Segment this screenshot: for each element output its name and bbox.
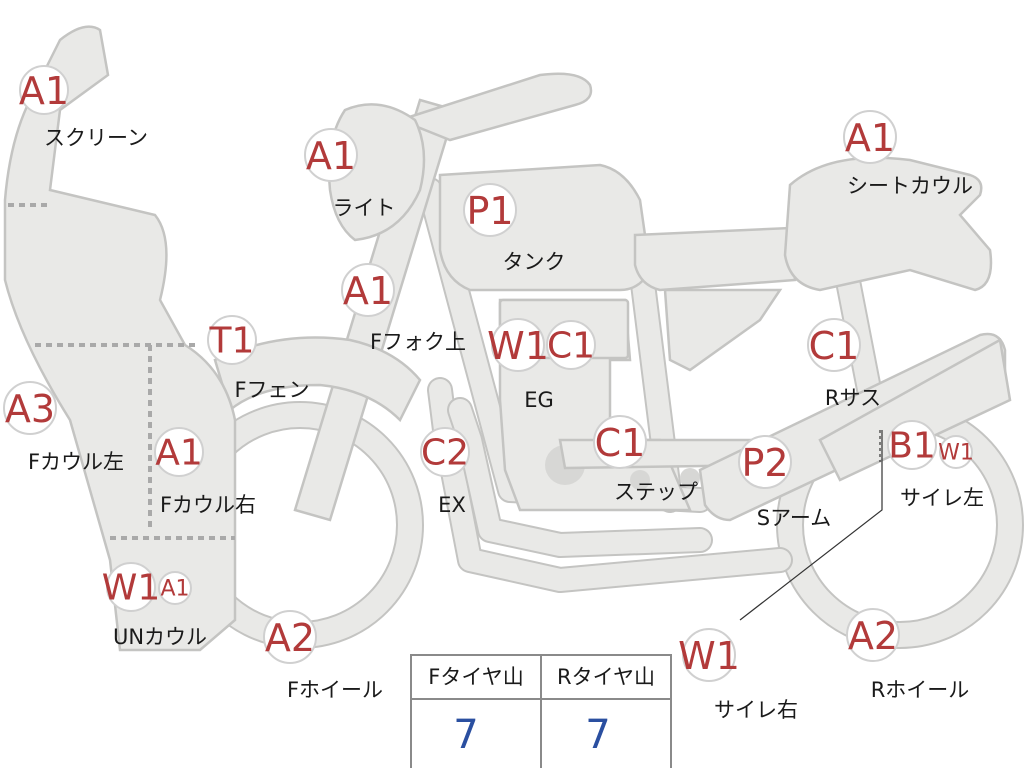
grade-badge-circle (843, 110, 897, 164)
rear-tire-tread-value: 7 (585, 712, 610, 758)
part-muffler-left: B1 サイレ左 (887, 420, 984, 510)
grade-code: P2 (741, 441, 788, 485)
part-muffler-left-w: W1 (938, 435, 974, 469)
part-label: Rサス (825, 386, 881, 410)
grade-code: P1 (466, 189, 513, 233)
grade-code: A1 (155, 433, 203, 474)
grade-code: A1 (306, 134, 356, 178)
grade-badge-circle (463, 183, 517, 237)
tire-tread-table: Fタイヤ山 Rタイヤ山 7 7 (410, 654, 672, 768)
grade-code: C1 (809, 324, 860, 368)
part-label: ライト (333, 196, 396, 220)
seat-shape (633, 226, 797, 292)
grade-badge-circle (593, 415, 647, 469)
grade-code: W1 (487, 324, 549, 368)
grade-badge-circle (106, 562, 156, 612)
grade-badge-circle (158, 571, 192, 605)
grade-badge-circle (420, 427, 470, 477)
front-tire-tread-header: Fタイヤ山 (428, 665, 523, 689)
part-label: Rホイール (871, 678, 970, 702)
part-label: サイレ右 (714, 698, 798, 722)
grade-badge-circle (807, 318, 861, 372)
grade-code: A1 (845, 116, 895, 160)
part-label: Fカウル右 (160, 493, 256, 517)
part-label: UNカウル (113, 625, 207, 649)
part-label: ステップ (614, 480, 698, 504)
grade-code: C2 (421, 433, 469, 474)
front-fender-shape (213, 336, 422, 423)
part-label: シートカウル (847, 174, 973, 198)
grade-badge-circle (207, 315, 257, 365)
part-step: C1 ステップ (593, 415, 698, 504)
muffler-shape (818, 338, 1012, 482)
grade-code: B1 (888, 426, 936, 467)
part-label: EG (524, 388, 554, 412)
part-label: Fホイール (287, 678, 383, 702)
grade-code: A1 (19, 69, 69, 113)
grade-code: C1 (595, 421, 646, 465)
grade-code: A1 (160, 577, 189, 602)
grade-badge-circle (19, 65, 69, 115)
part-label: Fカウル左 (28, 450, 124, 474)
seat-cowl-shape (783, 156, 993, 292)
front-tire-tread-value: 7 (453, 712, 478, 758)
exhaust-pipes (427, 377, 793, 593)
part-muffler-right: W1 サイレ右 (678, 628, 798, 722)
part-engine-c: C1 (546, 320, 596, 370)
grade-code: A3 (5, 387, 55, 431)
grade-code: A2 (848, 614, 898, 658)
part-label: Fフォク上 (370, 330, 466, 354)
part-label: Sアーム (757, 506, 831, 530)
part-label: EX (438, 493, 466, 517)
front-cowl-shape (3, 25, 237, 652)
grade-code: A1 (343, 269, 393, 313)
part-label: スクリーン (44, 126, 148, 150)
part-under-cowl-a: A1 (158, 571, 192, 605)
grade-badge-circle (491, 318, 545, 372)
grade-badge-circle (887, 420, 937, 470)
grade-badge-circle (546, 320, 596, 370)
part-seat-cowl: A1 シートカウル (843, 110, 973, 198)
part-label: サイレ左 (900, 486, 984, 510)
grade-badge-circle (154, 427, 204, 477)
part-light: A1 ライト (304, 128, 396, 220)
grade-badge-circle (682, 628, 736, 682)
grade-code: A2 (265, 616, 315, 660)
grade-badge-circle (939, 435, 973, 469)
part-label: タンク (503, 250, 566, 274)
grade-badge-circle (738, 435, 792, 489)
part-screen: A1 スクリーン (19, 65, 148, 150)
grade-badge-circle (3, 381, 57, 435)
grade-code: W1 (678, 634, 740, 678)
grade-code: W1 (102, 568, 161, 609)
grade-badge-circle (304, 128, 358, 182)
handlebar (396, 72, 593, 142)
muffler-right-leader (739, 430, 883, 621)
part-label: Fフェン (234, 378, 309, 402)
grade-code: C1 (547, 326, 595, 367)
grade-code: T1 (209, 321, 255, 362)
grade-badge-circle (263, 610, 317, 664)
rear-tire-tread-header: Rタイヤ山 (557, 665, 655, 689)
grade-code: W1 (938, 441, 974, 466)
part-tank: P1 タンク (463, 183, 566, 274)
grade-badge-circle (846, 608, 900, 662)
grade-badge-circle (341, 263, 395, 317)
